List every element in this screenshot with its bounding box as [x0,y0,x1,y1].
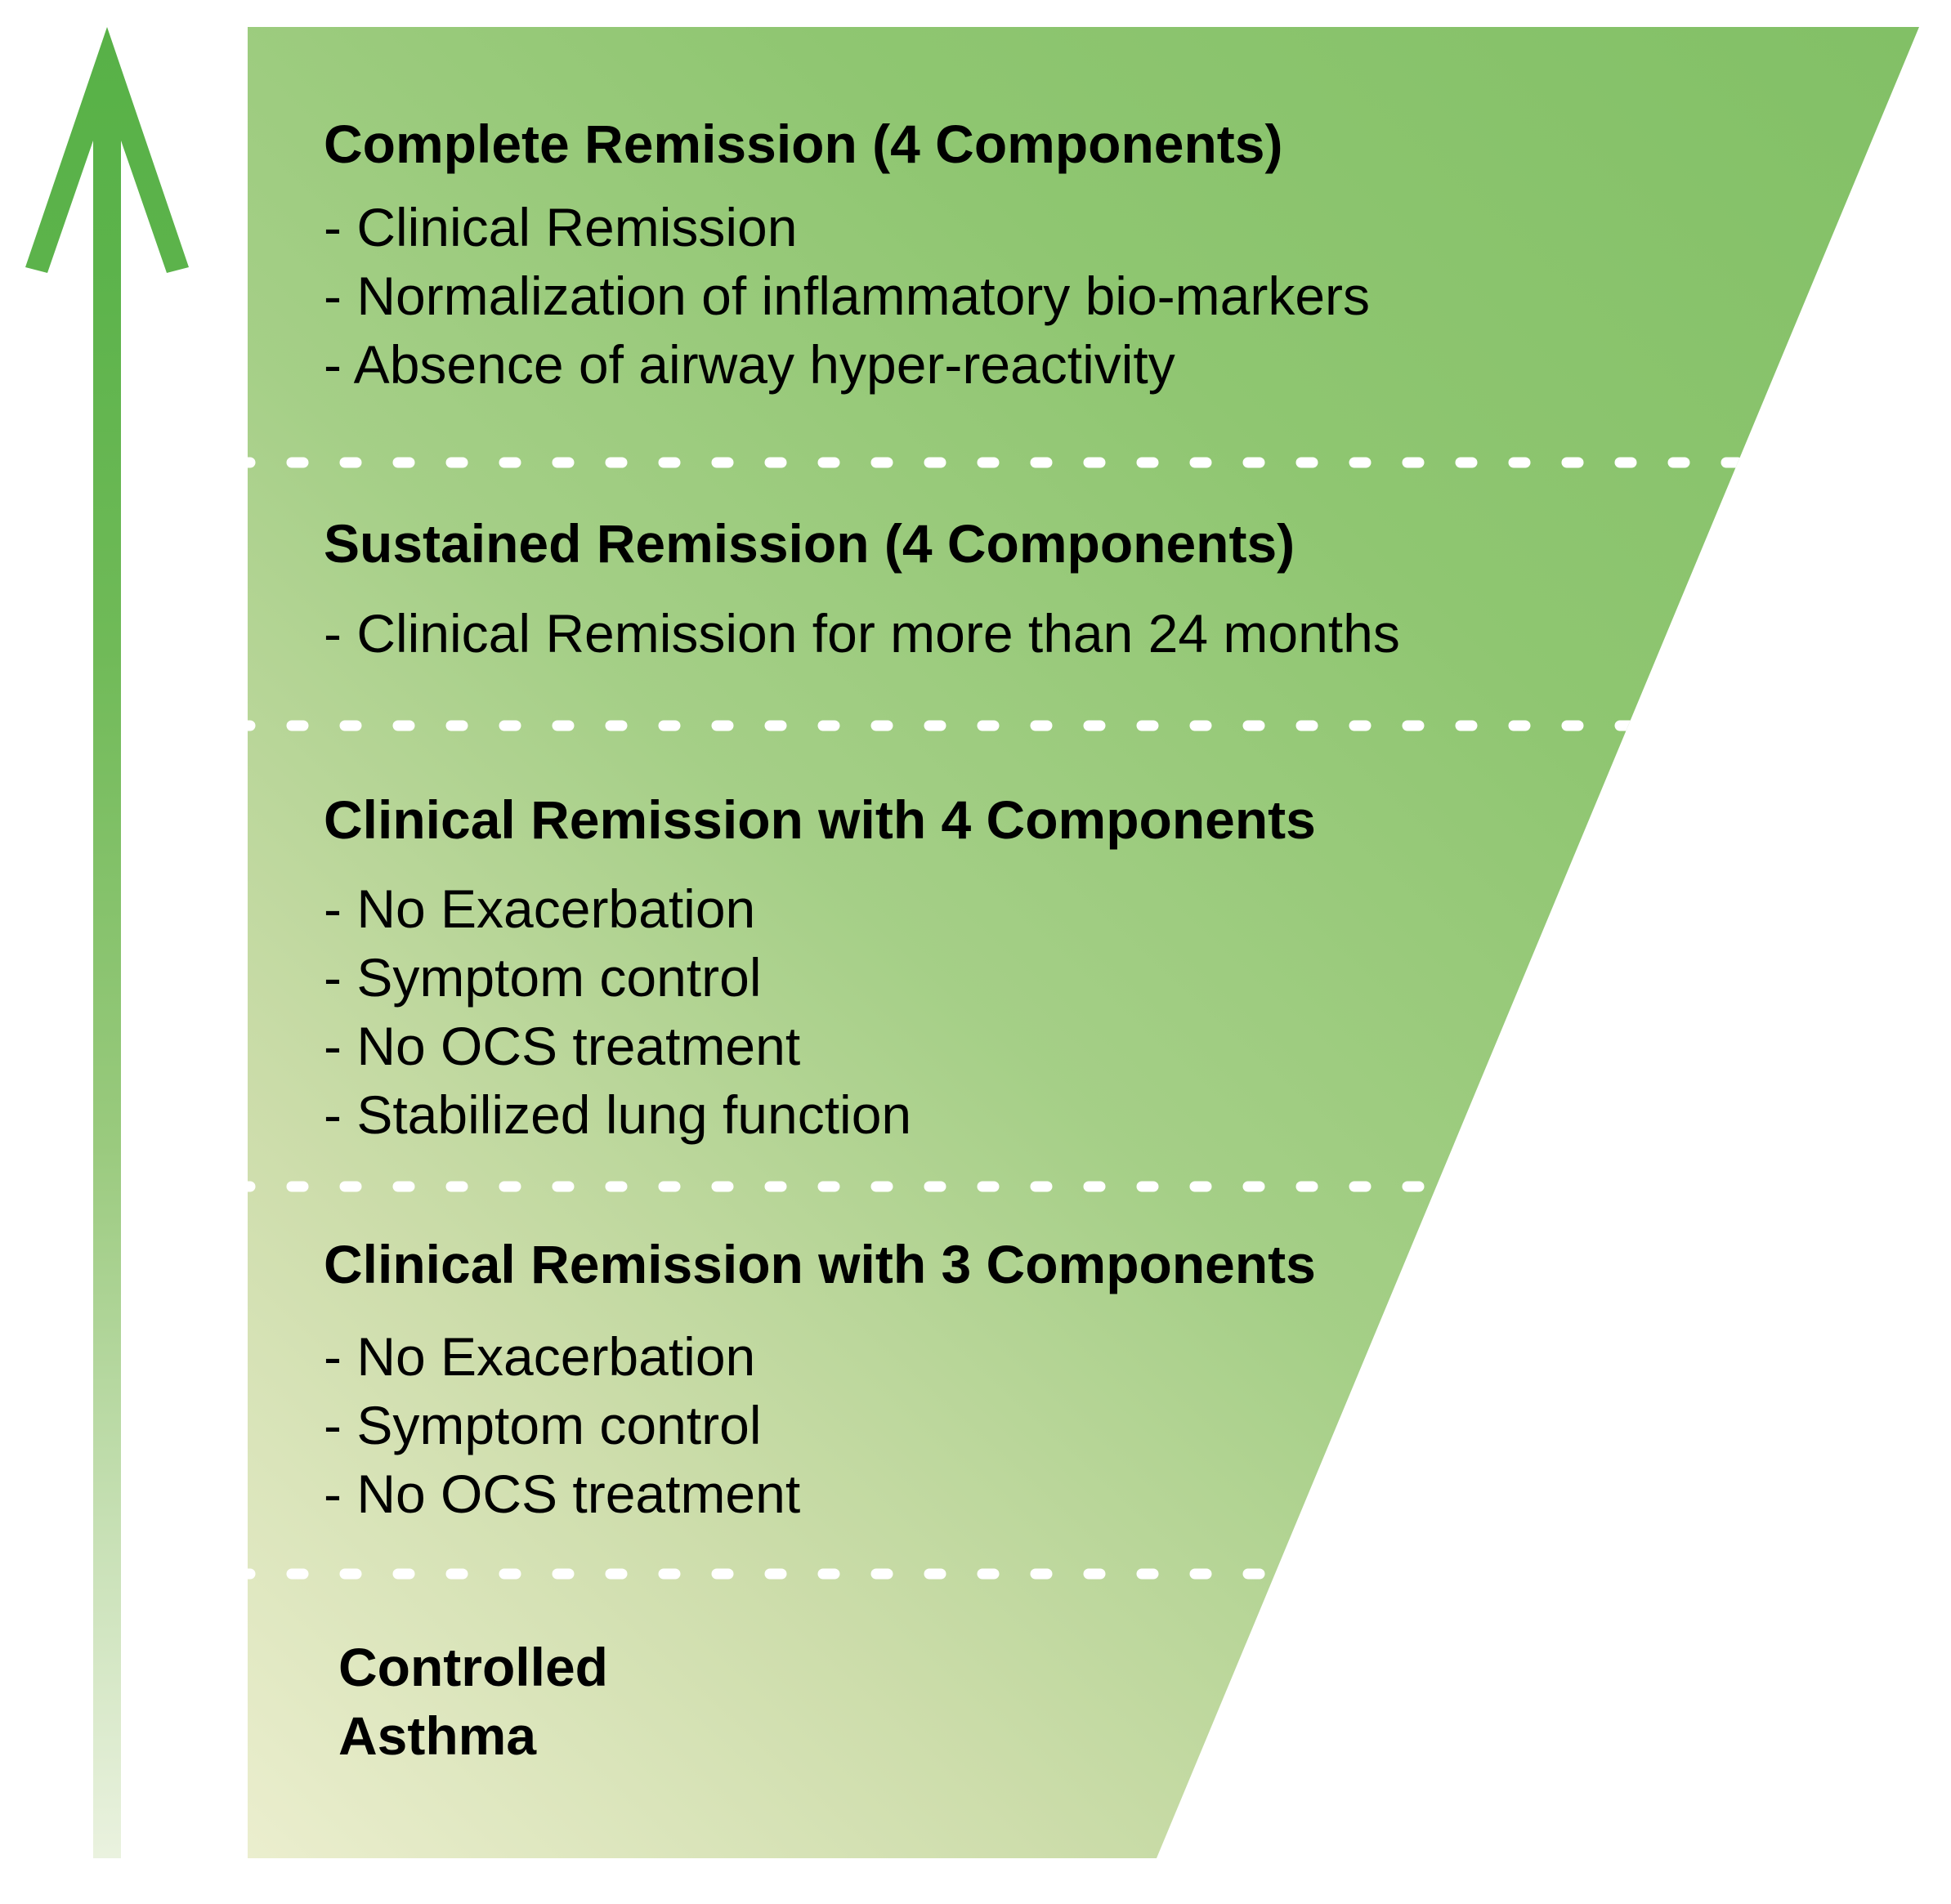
controlled-asthma-line: Controlled [338,1637,608,1697]
section-title: Complete Remission (4 Components) [324,114,1283,174]
up-arrow-icon [25,27,189,1858]
section-title: Clinical Remission with 4 Components [324,789,1316,850]
bullet-item: - No OCS treatment [324,1016,801,1076]
bullet-item: - Clinical Remission [324,197,798,257]
bullet-item: - Symptom control [324,1395,762,1455]
section-title: Sustained Remission (4 Components) [324,513,1295,574]
bullet-item: - Symptom control [324,947,762,1008]
bullet-item: - Normalization of inflammatory bio-mark… [324,266,1371,326]
bullet-item: - No Exacerbation [324,1326,756,1387]
bullet-item: - Absence of airway hyper-reactivity [324,334,1175,395]
bullet-item: - No Exacerbation [324,878,756,939]
controlled-asthma-line: Asthma [338,1705,537,1766]
bullet-item: - No OCS treatment [324,1464,801,1524]
bullet-item: - Stabilized lung function [324,1084,912,1145]
section-title: Clinical Remission with 3 Components [324,1234,1316,1294]
funnel-shape [248,27,1919,1858]
bullet-item: - Clinical Remission for more than 24 mo… [324,603,1400,664]
